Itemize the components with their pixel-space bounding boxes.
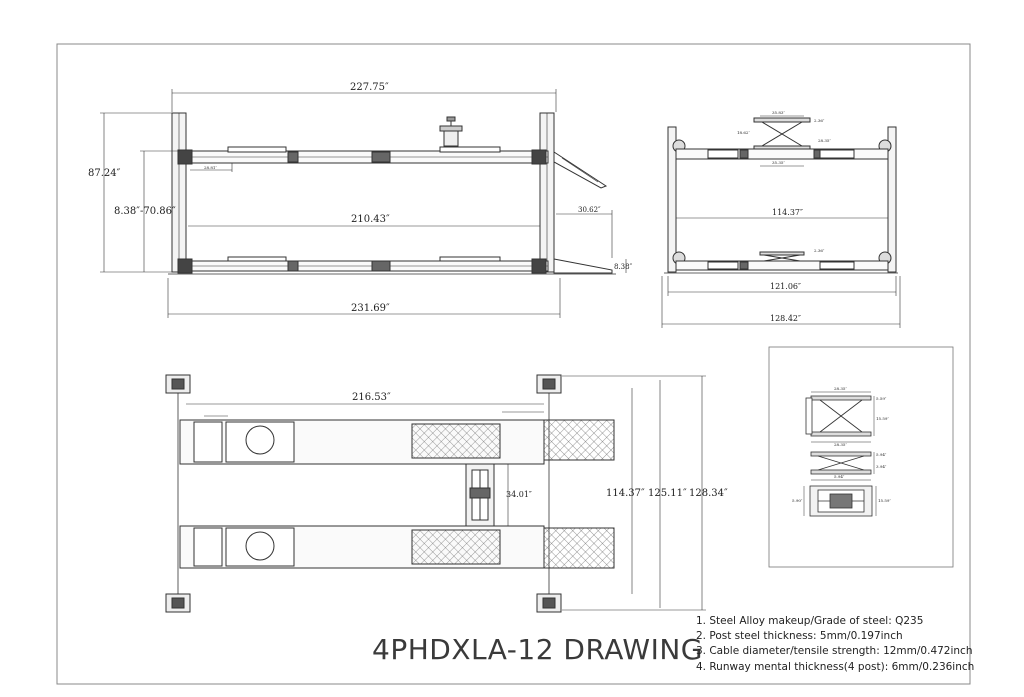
jack-dim-4: 28.35″ bbox=[834, 442, 847, 447]
jack-dim-6: 3.94″ bbox=[876, 464, 887, 469]
jack-detail bbox=[805, 395, 873, 517]
top-view bbox=[165, 374, 615, 613]
top-slip-plate-lower bbox=[411, 529, 501, 565]
jack-dim-5: 5.94″ bbox=[876, 452, 887, 457]
side-small-dim: 28.81″ bbox=[204, 165, 217, 170]
top-rolling-jack bbox=[465, 463, 495, 527]
top-width-3: 128.34″ bbox=[689, 488, 728, 499]
jack-dim-2: 5.59″ bbox=[876, 396, 887, 401]
spec-note-1: 1. Steel Alloy makeup/Grade of steel: Q2… bbox=[696, 615, 924, 627]
top-slip-plate-upper bbox=[411, 423, 501, 459]
top-runway-length: 216.53″ bbox=[352, 392, 391, 403]
side-ramp-height: 8.38″ bbox=[614, 263, 633, 271]
drawing-border bbox=[56, 43, 971, 685]
side-jack bbox=[439, 116, 463, 147]
end-jack-dim-1: 35.83″ bbox=[772, 110, 785, 115]
end-jack-dim-3: 2.36″ bbox=[814, 118, 825, 123]
jack-dim-9: 15.59″ bbox=[878, 498, 891, 503]
spec-note-4: 4. Runway mental thickness(4 post): 6mm/… bbox=[696, 660, 975, 673]
end-jack-dim-4: 28.35″ bbox=[818, 138, 831, 143]
drawing-title: 4PHDXLA-12 DRAWING bbox=[372, 633, 703, 666]
jack-dim-8: 5.90″ bbox=[792, 498, 803, 503]
end-post-right bbox=[887, 126, 897, 273]
top-ramp-upper bbox=[543, 419, 615, 461]
spec-note-2: 2. Post steel thickness: 5mm/0.197inch bbox=[696, 630, 903, 643]
end-jack-dim-5: 35.35″ bbox=[772, 160, 785, 165]
side-overall-length: 227.75″ bbox=[350, 82, 389, 93]
side-height: 87.24″ bbox=[88, 168, 121, 179]
end-jack-upper bbox=[753, 117, 811, 150]
top-jack-width: 34.01″ bbox=[506, 490, 532, 499]
jack-dim-3: 15.59″ bbox=[876, 416, 889, 421]
top-width-2: 125.11″ bbox=[648, 488, 687, 499]
end-inner-width: 114.37″ bbox=[772, 208, 803, 217]
end-jack-dim-6: 2.36″ bbox=[814, 248, 825, 253]
side-view-dimensions bbox=[100, 89, 627, 318]
top-ramp-lower bbox=[543, 527, 615, 569]
end-jack-dim-2: 18.62″ bbox=[737, 130, 750, 135]
side-view bbox=[168, 112, 616, 275]
side-ramp-length: 30.62″ bbox=[578, 206, 601, 214]
jack-dim-1: 28.35″ bbox=[834, 386, 847, 391]
spec-notes: 1. Steel Alloy makeup/Grade of steel: Q2… bbox=[696, 614, 974, 675]
end-crossbeam-lower bbox=[675, 260, 889, 271]
side-runway-length: 210.43″ bbox=[351, 214, 390, 225]
end-view bbox=[664, 117, 898, 274]
spec-note-3: 3. Cable diameter/tensile strength: 12mm… bbox=[696, 645, 973, 658]
jack-detail-dimensions bbox=[803, 391, 877, 516]
side-base-length: 231.69″ bbox=[351, 303, 390, 314]
jack-dim-7: 5.94″ bbox=[834, 474, 845, 479]
end-overall-width: 128.42″ bbox=[770, 314, 801, 323]
top-view-dimensions bbox=[186, 375, 706, 611]
end-post-left bbox=[667, 126, 677, 273]
end-base-width: 121.06″ bbox=[770, 282, 801, 291]
top-width-1: 114.37″ bbox=[606, 488, 645, 499]
end-view-dimensions bbox=[661, 115, 901, 328]
side-ramp-lower bbox=[553, 258, 613, 274]
side-lift-range: 8.38″-70.86″ bbox=[114, 206, 176, 217]
end-jack-lower bbox=[759, 251, 805, 262]
